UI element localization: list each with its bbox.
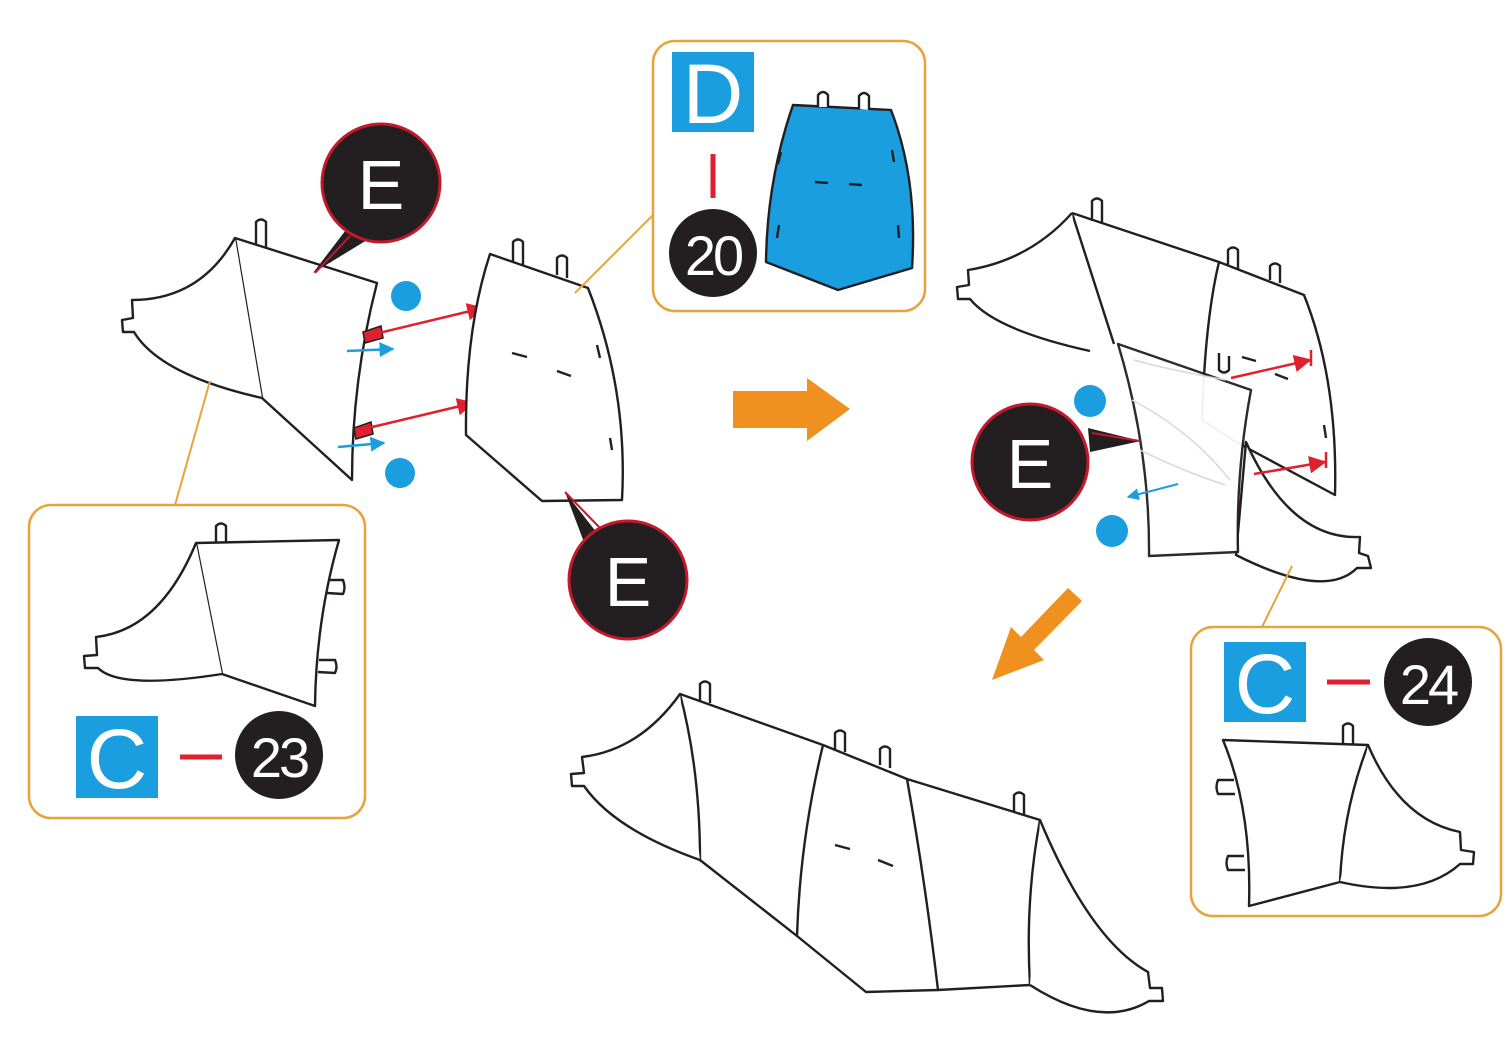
part-number-badge bbox=[1384, 638, 1472, 726]
part-letter-box bbox=[1224, 642, 1306, 722]
tab-marker bbox=[353, 420, 374, 440]
glue-dot-icon bbox=[1096, 515, 1128, 547]
left-sail-piece bbox=[120, 218, 379, 482]
join-arrow-icon bbox=[367, 398, 475, 430]
part-d-shape bbox=[764, 90, 915, 292]
badge-e-label: E bbox=[605, 543, 652, 621]
part-c24-shape bbox=[1215, 722, 1476, 908]
blue-arrow-icon bbox=[346, 342, 395, 358]
part-c23-shape bbox=[82, 522, 346, 708]
part-letter-d: D bbox=[683, 47, 744, 141]
part-number-badge bbox=[235, 711, 323, 799]
part-letter-box bbox=[76, 716, 158, 798]
part-letter-c: C bbox=[1235, 637, 1296, 731]
tab-marker bbox=[362, 325, 384, 344]
glue-dot-icon bbox=[1074, 385, 1106, 417]
badge-e-label: E bbox=[358, 146, 405, 224]
join-arrow-icon bbox=[378, 303, 485, 335]
blue-arrow-icon bbox=[337, 436, 386, 452]
join-arrow-icon bbox=[1253, 455, 1327, 476]
callout-leader bbox=[574, 214, 654, 294]
part-number-badge bbox=[669, 209, 757, 297]
middle-sail-piece bbox=[464, 238, 624, 503]
part-letter-box bbox=[672, 52, 754, 132]
join-arrow-icon bbox=[1230, 354, 1312, 380]
callout-leader bbox=[1261, 565, 1293, 628]
part-number-24: 24 bbox=[1400, 653, 1458, 716]
part-number-20: 20 bbox=[685, 224, 742, 287]
badge-e-step2: E bbox=[970, 402, 1141, 522]
badge-e-bottom-middle: E bbox=[564, 491, 689, 641]
glue-dot-icon bbox=[385, 458, 415, 488]
badge-e-top-left: E bbox=[313, 122, 442, 274]
badge-e-label: E bbox=[1007, 425, 1054, 503]
part-letter-c: C bbox=[87, 712, 148, 806]
callout-leader bbox=[174, 380, 211, 506]
down-left-arrow-icon bbox=[992, 588, 1082, 680]
glue-dot-icon bbox=[391, 281, 421, 311]
right-arrow-icon bbox=[733, 378, 850, 441]
part-number-23: 23 bbox=[251, 726, 308, 789]
step2-assembly bbox=[955, 197, 1373, 583]
final-assembly bbox=[569, 680, 1165, 1014]
blue-arrow-icon bbox=[1126, 483, 1179, 501]
